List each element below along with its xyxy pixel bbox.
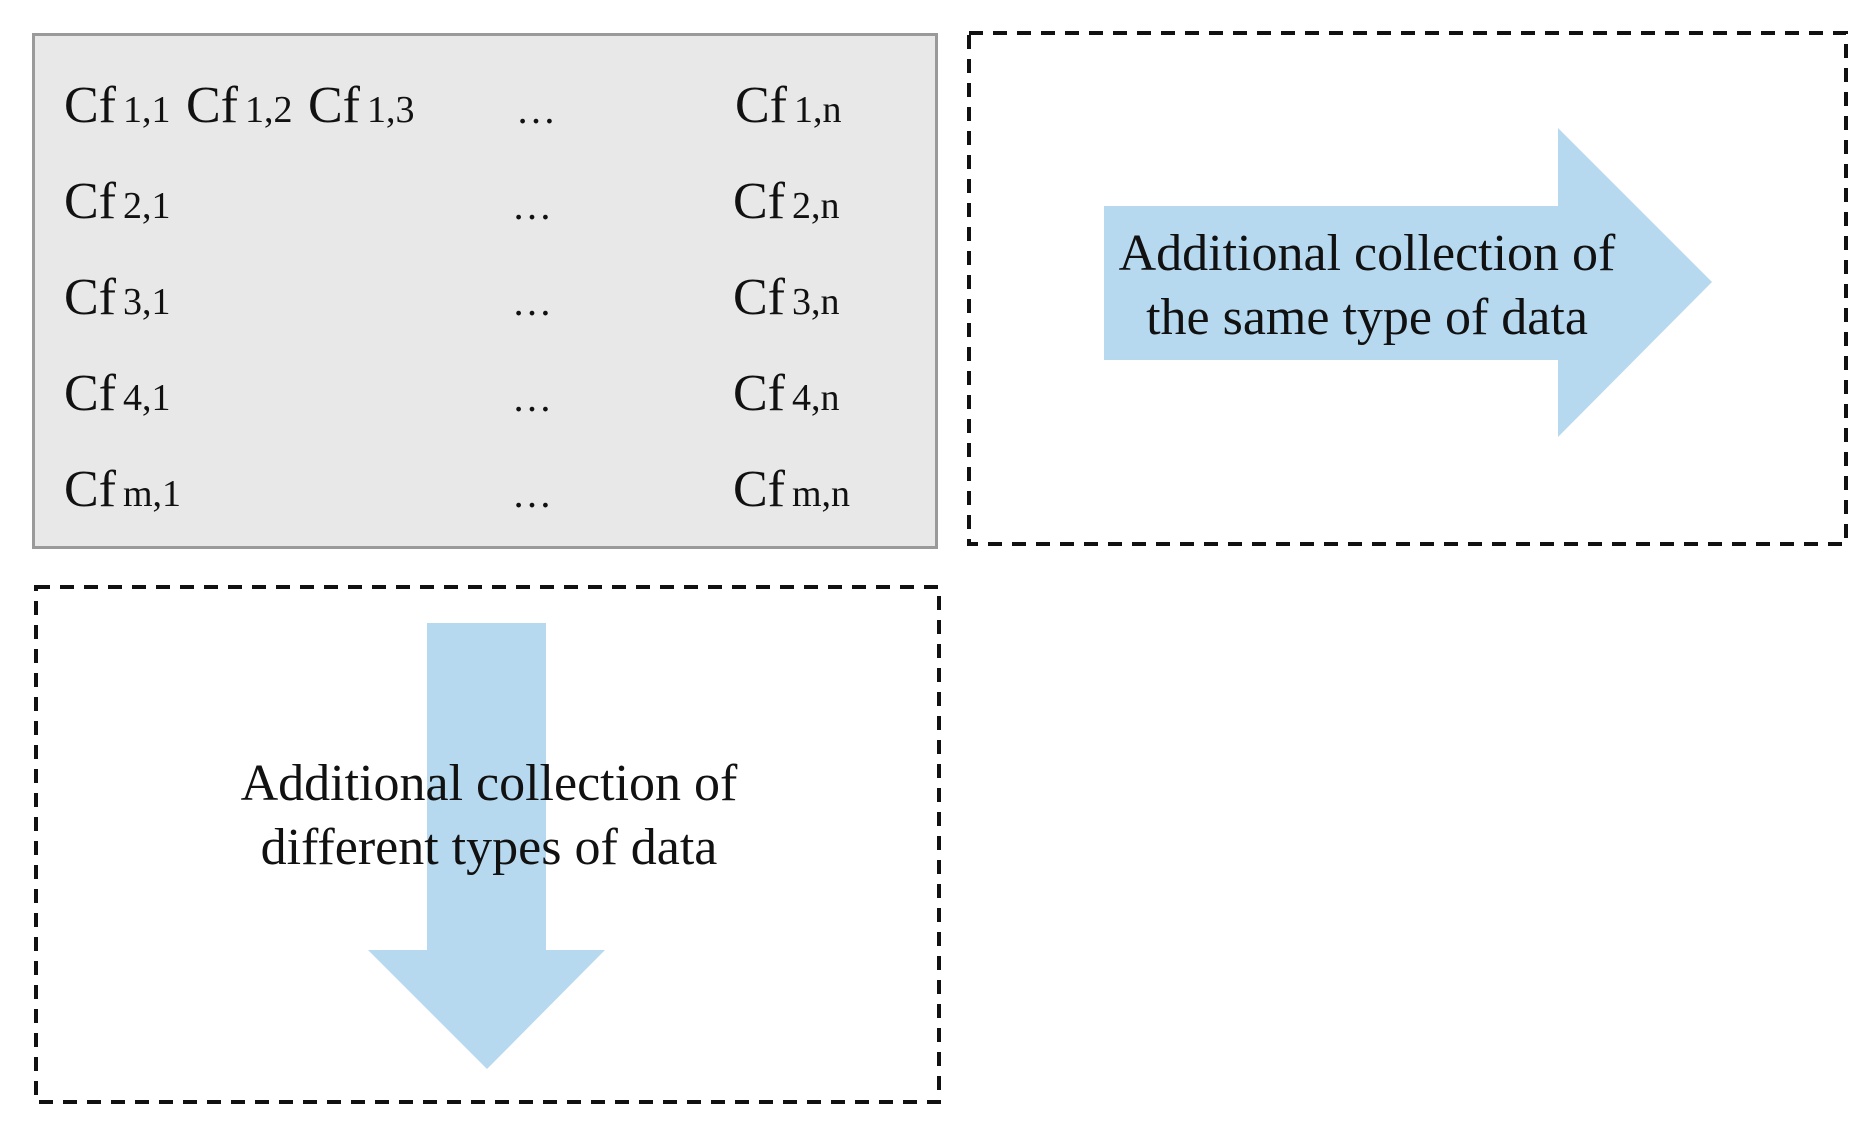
right-dashed-region: [967, 31, 1848, 546]
matrix-ellipsis-2: …: [512, 183, 552, 228]
down-arrow-label-line-1: Additional collection of: [240, 755, 738, 812]
matrix-ellipsis-1: …: [516, 87, 556, 132]
right-arrow-label-line-1: Additional collection of: [1118, 225, 1616, 282]
down-arrow-label-line-2: different types of data: [260, 819, 718, 876]
right-arrow-label-line-2: the same type of data: [1146, 289, 1588, 346]
matrix-ellipsis-3: …: [512, 279, 552, 324]
bottom-dashed-region: [34, 585, 941, 1104]
matrix-box: [32, 33, 938, 549]
matrix-ellipsis-5: …: [512, 471, 552, 516]
right-arrow: [1104, 128, 1712, 437]
down-arrow: [368, 623, 605, 1069]
matrix-ellipsis-4: …: [512, 375, 552, 420]
right-arrow-label: Additional collection of the same type o…: [1102, 222, 1632, 350]
down-arrow-label: Additional collection of different types…: [222, 752, 756, 880]
